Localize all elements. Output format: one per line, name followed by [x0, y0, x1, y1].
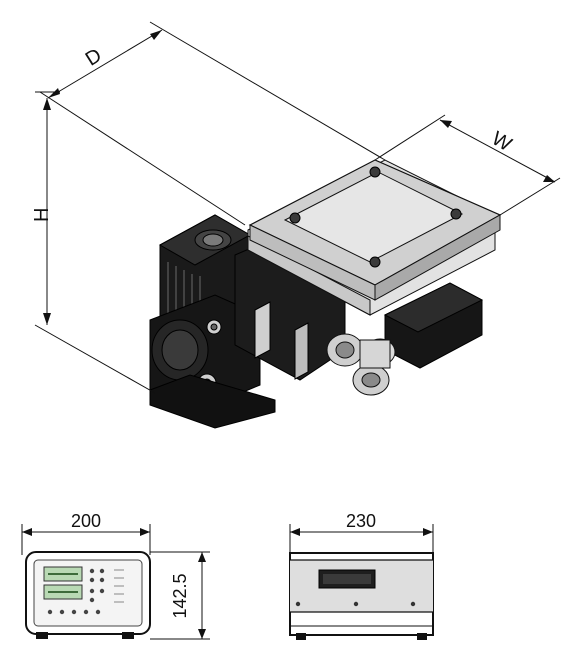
side-view: 230 [289, 511, 434, 640]
front-foot-left [36, 632, 48, 639]
drive-motor [383, 282, 484, 369]
front-view: 200 [21, 511, 210, 640]
pump-assembly-isometric [149, 159, 502, 429]
dimension-arrowheads [43, 30, 555, 325]
front-height-label: 142.5 [170, 573, 190, 618]
side-width-label: 230 [346, 511, 376, 531]
control-buttons [47, 568, 105, 615]
height-label: H [31, 208, 53, 222]
dimension-lines-isometric [34, 21, 561, 394]
side-screws [295, 601, 416, 607]
side-foot-right [417, 633, 427, 640]
pipe-fittings [326, 333, 396, 396]
pump-head [149, 294, 276, 429]
top-cover-plate [248, 159, 502, 301]
depth-label: D [82, 44, 106, 70]
side-foot-left [296, 633, 306, 640]
front-width-label: 200 [71, 511, 101, 531]
width-label: W [488, 127, 515, 156]
front-foot-right [122, 632, 134, 639]
